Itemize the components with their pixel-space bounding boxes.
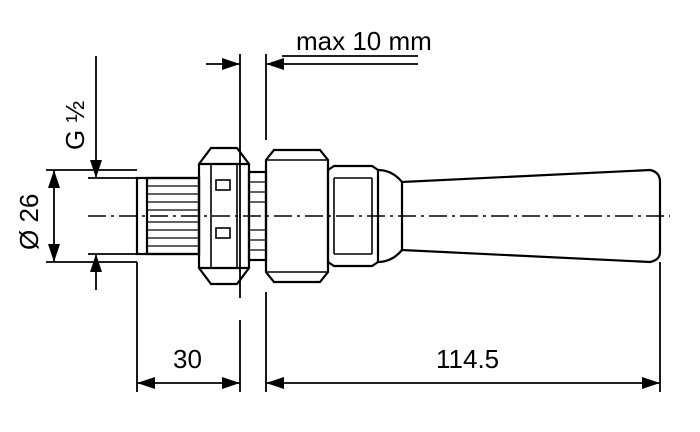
max-wall-dimension <box>206 55 418 70</box>
collar <box>264 148 330 284</box>
wall-extension-lines <box>239 54 267 392</box>
hex-nut <box>197 146 251 286</box>
diameter-dimension <box>46 169 137 263</box>
body-length-label: 114.5 <box>436 344 499 374</box>
tapered-body <box>377 168 662 264</box>
thread-length-label: 30 <box>173 344 202 374</box>
thread-length-dimension <box>136 262 240 392</box>
body-length-dimension <box>266 262 661 392</box>
diameter-label: Ø 26 <box>14 194 44 250</box>
thread-label: G ½ <box>60 101 90 150</box>
max-wall-label: max 10 mm <box>296 26 432 56</box>
thread-dimension <box>88 56 137 290</box>
